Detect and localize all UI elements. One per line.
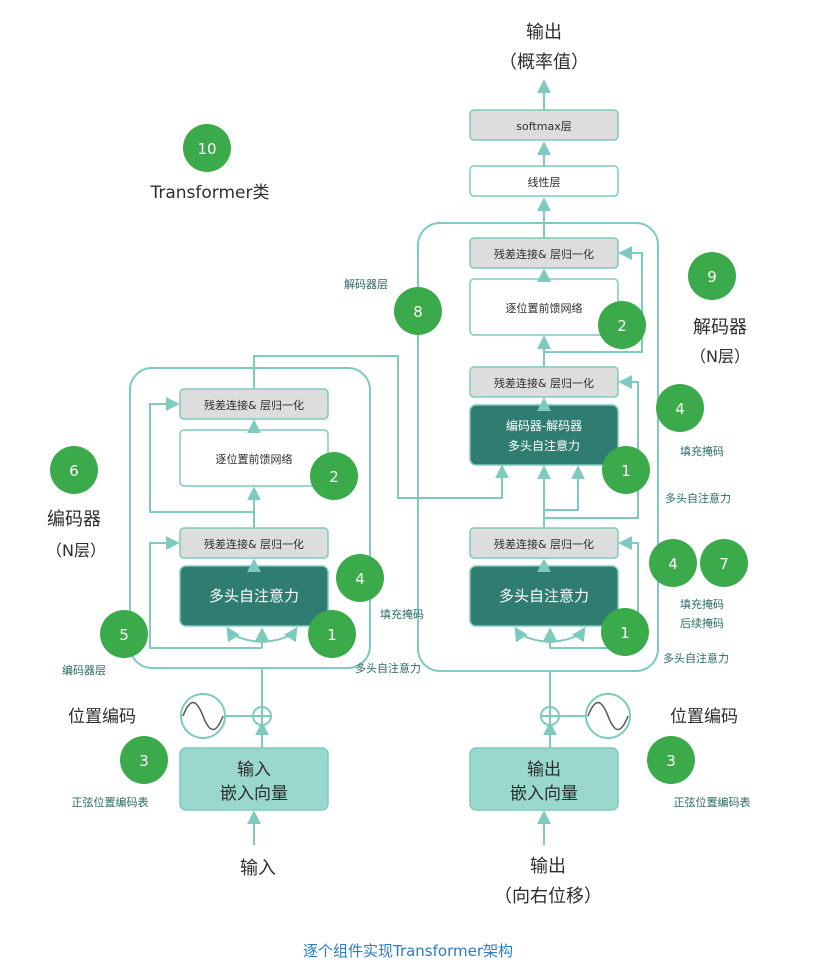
encoder-attention-text: 多头自注意力	[209, 587, 299, 605]
badge-enc-pe: 3	[120, 736, 168, 784]
decoder-cross-attention-line1: 编码器-解码器	[506, 418, 582, 433]
badge-dec-self-attn: 1	[601, 608, 649, 656]
badge-dec-self-mask-text: 4	[668, 555, 678, 573]
decoder-attention-text: 多头自注意力	[499, 587, 589, 605]
decoder-cross-attention-box	[469, 404, 619, 466]
badge-enc-ffn-text: 2	[329, 468, 339, 486]
encoder-attention-note: 多头自注意力	[355, 661, 421, 675]
input-embedding-line2: 嵌入向量	[220, 784, 288, 804]
badge-encoder-layer: 5	[100, 610, 148, 658]
badge-decoder: 9	[688, 252, 736, 300]
decoder-title: 解码器	[693, 317, 747, 338]
encoder-ffn-text: 逐位置前馈网络	[216, 452, 293, 466]
badge-dec-self-attn-text: 1	[620, 624, 630, 642]
output-embedding-line1: 输出	[527, 760, 561, 780]
decoder-residual-mid-text: 残差连接& 层归一化	[494, 376, 594, 390]
badge-enc-mask-text: 4	[355, 570, 365, 588]
badge-dec-ffn: 2	[598, 301, 646, 349]
input-embedding-box	[179, 747, 329, 811]
badge-enc-attn-text: 1	[327, 626, 337, 644]
badge-enc-mask: 4	[336, 554, 384, 602]
badge-transformer: 10	[183, 124, 231, 172]
input-label: 输入	[240, 858, 276, 879]
softmax-layer-text: softmax层	[516, 120, 571, 133]
badge-dec-subseq-mask-text: 7	[719, 555, 729, 573]
figure-caption: 逐个组件实现Transformer架构	[303, 942, 513, 960]
encoder-title: 编码器	[47, 509, 101, 530]
badge-enc-pe-text: 3	[139, 752, 149, 770]
encoder-mask-note: 填充掩码	[380, 607, 424, 621]
decoder-self-mask-note2: 后续掩码	[680, 616, 724, 630]
decoder-count: （N层）	[690, 347, 750, 366]
badge-encoder-layer-text: 5	[119, 626, 129, 644]
badge-enc-attn: 1	[308, 610, 356, 658]
pe-table-left: 正弦位置编码表	[72, 795, 149, 809]
decoder-self-note: 多头自注意力	[663, 651, 729, 665]
decoder-self-mask-note1: 填充掩码	[680, 597, 724, 611]
positional-encoding-left: 位置编码	[68, 707, 136, 727]
encoder-container	[129, 367, 371, 669]
badge-decoder-text: 9	[707, 268, 717, 286]
badge-dec-self-mask: 4	[649, 539, 697, 587]
badge-dec-cross-mask-text: 4	[675, 400, 685, 418]
output-embedding-box	[469, 747, 619, 811]
badge-dec-subseq-mask: 7	[700, 539, 748, 587]
encoder-residual-bottom-text: 残差连接& 层归一化	[204, 537, 304, 551]
decoder-cross-note: 多头自注意力	[665, 491, 731, 505]
positional-encoding-right: 位置编码	[670, 707, 738, 727]
badge-decoder-layer-text: 8	[413, 303, 423, 321]
badge-dec-cross-mask: 4	[656, 384, 704, 432]
output-top-line2: （概率值）	[499, 52, 589, 73]
encoder-layer-label: 编码器层	[62, 663, 106, 677]
badge-dec-cross-attn: 1	[602, 446, 650, 494]
output-label-line2: （向右位移）	[494, 886, 602, 907]
badge-dec-ffn-text: 2	[617, 317, 627, 335]
pe-table-right: 正弦位置编码表	[674, 795, 751, 809]
output-embedding-line2: 嵌入向量	[510, 784, 578, 804]
badge-enc-ffn: 2	[310, 452, 358, 500]
badge-decoder-layer: 8	[394, 287, 442, 335]
badge-dec-pe: 3	[647, 736, 695, 784]
output-top-line1: 输出	[526, 22, 562, 43]
decoder-cross-mask-note: 填充掩码	[680, 444, 724, 458]
badge-dec-pe-text: 3	[666, 752, 676, 770]
badge-dec-cross-attn-text: 1	[621, 462, 631, 480]
decoder-residual-bottom-text: 残差连接& 层归一化	[494, 537, 594, 551]
decoder-container	[417, 222, 659, 672]
input-embedding-line1: 输入	[237, 760, 271, 780]
output-label-line1: 输出	[530, 856, 566, 877]
decoder-cross-attention-line2: 多头自注意力	[508, 438, 580, 453]
decoder-residual-top-text: 残差连接& 层归一化	[494, 247, 594, 261]
decoder-layer-label: 解码器层	[344, 277, 388, 291]
badge-encoder: 6	[50, 446, 98, 494]
badge-transformer-text: 10	[197, 140, 216, 158]
badge-encoder-text: 6	[69, 462, 79, 480]
linear-layer-text: 线性层	[528, 175, 561, 189]
encoder-residual-top-text: 残差连接& 层归一化	[204, 398, 304, 412]
transformer-label: Transformer类	[149, 183, 269, 203]
decoder-ffn-text: 逐位置前馈网络	[506, 301, 583, 315]
encoder-count: （N层）	[46, 541, 106, 560]
